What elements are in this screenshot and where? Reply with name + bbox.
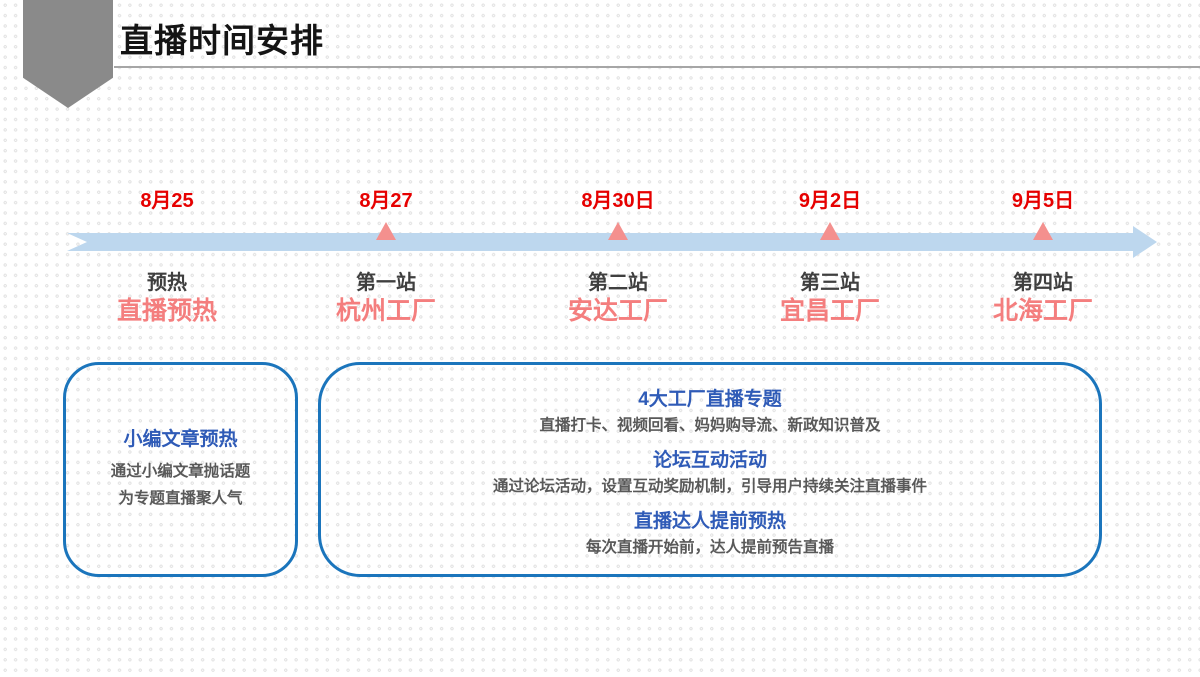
- activities-box: 4大工厂直播专题 直播打卡、视频回看、妈妈购导流、新政知识普及 论坛互动活动 通…: [318, 362, 1102, 577]
- timeline-stop: 8月30日 第二站 安达工厂: [508, 190, 728, 325]
- stop-date: 8月25: [140, 190, 194, 212]
- stop-date: 9月5日: [1011, 190, 1075, 212]
- title-divider: [114, 66, 1200, 68]
- preheat-box-heading: 小编文章预热: [123, 429, 238, 450]
- stop-name: 宜昌工厂: [779, 297, 880, 325]
- slide-title: 直播时间安排: [120, 22, 324, 59]
- stop-date: 8月30日: [581, 190, 655, 212]
- stop-name: 杭州工厂: [335, 297, 436, 325]
- timeline-stop: 8月25 预热 直播预热: [57, 190, 277, 325]
- preheat-box-line: 为专题直播聚人气: [118, 490, 243, 507]
- stop-date: 9月2日: [798, 190, 862, 212]
- timeline-marker-icon: [1033, 222, 1053, 240]
- timeline-stop: 9月5日 第四站 北海工厂: [933, 190, 1153, 325]
- timeline-stop: 9月2日 第三站 宜昌工厂: [720, 190, 940, 325]
- timeline-arrow-graphic: [67, 222, 1157, 258]
- preheat-box-line: 通过小编文章抛话题: [110, 463, 251, 480]
- timeline-stop: 8月27 第一站 杭州工厂: [276, 190, 496, 325]
- preheat-box: 小编文章预热 通过小编文章抛话题 为专题直播聚人气: [63, 362, 298, 577]
- stop-label: 第二站: [588, 272, 648, 294]
- activities-section-heading: 直播达人提前预热: [633, 511, 786, 532]
- stop-name: 北海工厂: [992, 297, 1093, 325]
- stop-label: 第三站: [800, 272, 860, 294]
- activities-section-detail: 直播打卡、视频回看、妈妈购导流、新政知识普及: [539, 417, 881, 434]
- activities-section-heading: 论坛互动活动: [652, 450, 767, 471]
- stop-date: 8月27: [359, 190, 413, 212]
- timeline-arrow-bar: [67, 226, 1157, 258]
- activities-section-detail: 通过论坛活动，设置互动奖励机制，引导用户持续关注直播事件: [492, 478, 927, 495]
- stop-label: 预热: [147, 272, 187, 294]
- stop-name: 直播预热: [116, 297, 217, 325]
- ribbon-banner-shape: [23, 0, 113, 108]
- timeline-marker-icon: [376, 222, 396, 240]
- activities-section-detail: 每次直播开始前，达人提前预告直播: [585, 539, 834, 556]
- timeline-marker-icon: [608, 222, 628, 240]
- stop-name: 安达工厂: [567, 297, 668, 325]
- stop-label: 第四站: [1013, 272, 1073, 294]
- timeline-marker-icon: [820, 222, 840, 240]
- stop-label: 第一站: [356, 272, 416, 294]
- activities-section-heading: 4大工厂直播专题: [638, 389, 782, 410]
